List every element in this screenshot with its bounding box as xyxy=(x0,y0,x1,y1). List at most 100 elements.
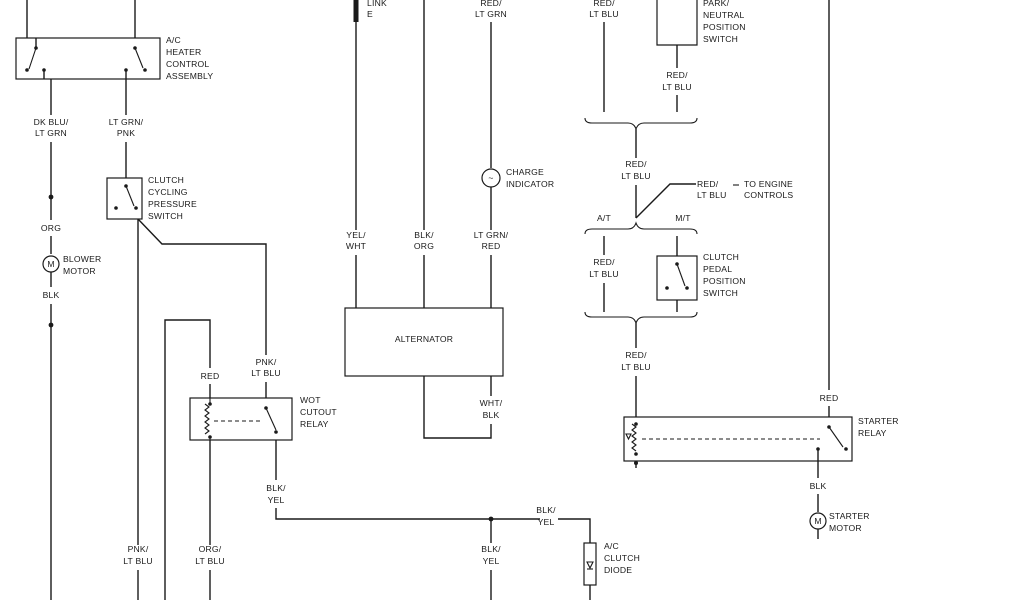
component-label-line: POSITION xyxy=(703,276,746,286)
wire-blk-yel xyxy=(275,508,540,520)
wire-label: RED xyxy=(201,371,220,381)
wire-label: RED/ xyxy=(625,350,647,360)
component-label-line: CLUTCH xyxy=(148,175,184,185)
wire-label: LT BLU xyxy=(697,190,727,200)
component-label-line: HEATER xyxy=(166,47,201,57)
wire-label: LT BLU xyxy=(662,82,692,92)
component-label-line: STARTER xyxy=(858,416,899,426)
wire-label: YEL xyxy=(268,495,285,505)
component-label-line: MOTOR xyxy=(63,266,96,276)
wire-label: LT BLU xyxy=(123,556,153,566)
motor-letter: M xyxy=(814,516,821,526)
wire-label: LT BLU xyxy=(621,171,651,181)
component-label-line: POSITION xyxy=(703,22,746,32)
component-label-line: CONTROLS xyxy=(744,190,793,200)
wire-label: RED/ xyxy=(593,257,615,267)
component-label-line: CONTROL xyxy=(166,59,209,69)
component-label-line: A/C xyxy=(166,35,181,45)
wire-label: RED/ xyxy=(666,70,688,80)
wire-label: RED/ xyxy=(593,0,615,8)
wire-label: LT GRN xyxy=(475,9,507,19)
component-label-line: E xyxy=(367,9,373,19)
wire-label: ORG/ xyxy=(199,544,222,554)
component-label-line: LINK xyxy=(367,0,387,8)
bracket-mid xyxy=(584,221,698,235)
wire-label: YEL/ xyxy=(346,230,366,240)
wire-label: LT BLU xyxy=(251,368,281,378)
wire-label: PNK xyxy=(117,128,135,138)
component-label-line: SWITCH xyxy=(148,211,183,221)
clutch-pedal-position-switch: CLUTCH PEDAL POSITION SWITCH xyxy=(656,252,746,301)
wire-label: PNK/ xyxy=(256,357,277,367)
component-label-line: TO ENGINE xyxy=(744,179,793,189)
wire-label: DK BLU/ xyxy=(34,117,69,127)
indicator-symbol: ~ xyxy=(488,173,493,183)
ac-heater-control-assembly xyxy=(15,0,161,80)
wire-label: YEL xyxy=(483,556,500,566)
alternator: ALTERNATOR xyxy=(344,307,504,377)
component-label-line: STARTER xyxy=(829,511,870,521)
wire-label: BLK/ xyxy=(414,230,434,240)
wire-label: WHT/ xyxy=(480,398,503,408)
component-label-line: PEDAL xyxy=(703,264,732,274)
wire-label: LT BLU xyxy=(621,362,651,372)
wire-label: BLK/ xyxy=(266,483,286,493)
wire-label: LT BLU xyxy=(589,9,619,19)
wire-label: BLK xyxy=(483,410,500,420)
component-label-line: NEUTRAL xyxy=(703,10,745,20)
ac-heater-label: A/C HEATER CONTROL ASSEMBLY xyxy=(166,35,213,81)
wire-label: BLK xyxy=(810,481,827,491)
wire-label: M/T xyxy=(675,213,691,223)
component-label-line: PARK/ xyxy=(703,0,730,8)
component-label-line: ASSEMBLY xyxy=(166,71,213,81)
ac-clutch-diode: A/C CLUTCH DIODE xyxy=(583,541,640,586)
component-label-line: MOTOR xyxy=(829,523,862,533)
wire-label: A/T xyxy=(597,213,612,223)
wire-label: RED xyxy=(482,241,501,251)
wire-label: RED xyxy=(820,393,839,403)
component-label-line: INDICATOR xyxy=(506,179,554,189)
wot-cutout-relay: WOT CUTOUT RELAY xyxy=(189,395,337,441)
starter-relay: STARTER RELAY xyxy=(623,416,899,462)
component-label-line: DIODE xyxy=(604,565,632,575)
wire-label: LT GRN/ xyxy=(474,230,509,240)
wire-label: ORG xyxy=(41,223,61,233)
component-label-line: CLUTCH xyxy=(604,553,640,563)
component-label-line: PRESSURE xyxy=(148,199,197,209)
wire-label: LT GRN/ xyxy=(109,117,144,127)
wire-red-loop xyxy=(164,319,211,600)
wire-label: WHT xyxy=(346,241,367,251)
wire-label: LT BLU xyxy=(589,269,619,279)
wire-label: LT BLU xyxy=(195,556,225,566)
component-label-line: CLUTCH xyxy=(703,252,739,262)
wire-label: BLK/ xyxy=(481,544,501,554)
component-label-line: SWITCH xyxy=(703,34,738,44)
component-label-line: CHARGE xyxy=(506,167,544,177)
wire-label: ORG xyxy=(414,241,434,251)
wire-label: LT GRN xyxy=(35,128,67,138)
component-label-line: RELAY xyxy=(300,419,329,429)
wire-label: YEL xyxy=(538,517,555,527)
component-label-line: BLOWER xyxy=(63,254,101,264)
park-neutral-position-switch: PARK/ NEUTRAL POSITION SWITCH xyxy=(656,0,746,46)
component-label-line: CUTOUT xyxy=(300,407,337,417)
charge-indicator: ~ CHARGE INDICATOR xyxy=(481,167,554,189)
component-label-line: SWITCH xyxy=(703,288,738,298)
fusible-link: LINK E xyxy=(353,0,387,230)
starter-motor: M STARTER MOTOR xyxy=(809,511,870,533)
component-label-line: WOT xyxy=(300,395,321,405)
component-label-line: A/C xyxy=(604,541,619,551)
wire-label: RED/ xyxy=(697,179,719,189)
bracket-bottom xyxy=(584,311,698,325)
motor-letter: M xyxy=(47,259,54,269)
component-label-line: CYCLING xyxy=(148,187,188,197)
alternator-label: ALTERNATOR xyxy=(395,334,453,344)
component-label-line: RELAY xyxy=(858,428,887,438)
wire-label: BLK xyxy=(43,290,60,300)
wire-label: BLK/ xyxy=(536,505,556,515)
bracket-top xyxy=(584,117,698,131)
blower-motor: M BLOWER MOTOR xyxy=(42,254,101,276)
wire-label: RED/ xyxy=(480,0,502,8)
